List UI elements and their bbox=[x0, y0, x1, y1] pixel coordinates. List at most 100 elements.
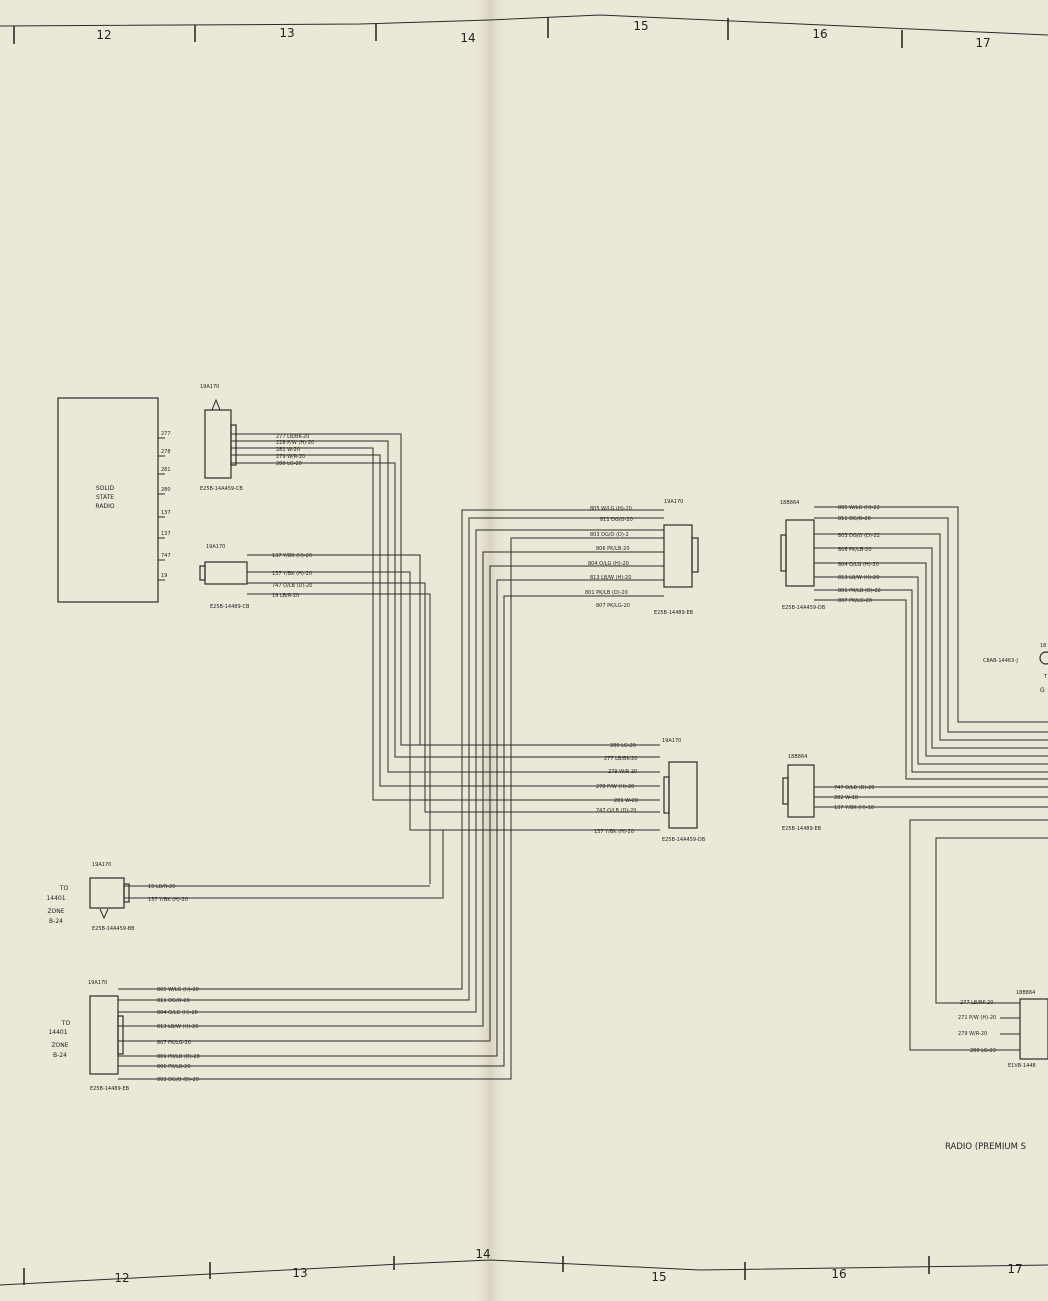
wire-label: 271 P/W (H)-20 bbox=[958, 1015, 996, 1021]
wire-label: 807 PK/LG-20 bbox=[596, 603, 630, 609]
connector-c4: 18B864 E25B-14A459-DB 805 W/LG (H)-22 81… bbox=[780, 500, 881, 611]
wire-label: 807 PK/LG-20 bbox=[838, 598, 872, 604]
wire-label: 19 LB/R-20 bbox=[148, 884, 175, 890]
wire-label: 137 Y/BK (H)-20 bbox=[272, 571, 312, 577]
wire-label: 281 W-20 bbox=[276, 447, 300, 453]
wire-label: 813 LB/W (H)-20 bbox=[157, 1024, 198, 1030]
radio-pin: 19 bbox=[158, 573, 167, 581]
wire-label: 806 PK/LB-20 bbox=[596, 546, 630, 552]
arrow-down-icon bbox=[99, 908, 109, 920]
ground-circle bbox=[1039, 651, 1048, 665]
note-line: B-24 bbox=[49, 918, 63, 925]
wire-label: 811 DG/O-20 bbox=[157, 998, 190, 1004]
connector-latch bbox=[691, 537, 699, 573]
radio-pin-number: 19 bbox=[161, 573, 167, 579]
connector-latch bbox=[199, 565, 206, 581]
footer-caption: RADIO (PREMIUM S bbox=[945, 1142, 1026, 1152]
radio-pin-number: 278 bbox=[161, 449, 171, 455]
connector-latch bbox=[782, 777, 789, 805]
wire-label: 279 W/R-20 bbox=[958, 1031, 987, 1037]
wire-label: 811 DG/O-20 bbox=[838, 516, 871, 522]
zone-number: 17 bbox=[1007, 1262, 1022, 1276]
radio-pin-number: 281 bbox=[161, 467, 171, 473]
radio-pin-number: 747 bbox=[161, 553, 171, 559]
solid-state-radio: SOLID STATE RADIO 277 278 281 280 137 13… bbox=[57, 397, 171, 603]
wire-label: 137 Y/BK (H)-20 bbox=[148, 897, 188, 903]
wire-label: 804 O/LG (H)-20 bbox=[157, 1010, 198, 1016]
wire-label: 280 LG-20 bbox=[276, 461, 302, 467]
top-zone-ruler: 12 13 14 15 16 17 bbox=[0, 14, 1048, 50]
connector-c1: 19A170 E25B-14A459-CB 277 LB/BK-20 228 P… bbox=[200, 384, 314, 492]
wire-label: 805 W/LG (H)-20 bbox=[157, 987, 199, 993]
wire-label: 137 Y/BK (H)-18 bbox=[834, 805, 874, 811]
connector-part: E25B-14489-EB bbox=[654, 610, 694, 616]
wire-label: 806 PK/LB-20 bbox=[157, 1064, 191, 1070]
wire-label: 747 O/LB (D)-20 bbox=[834, 785, 874, 791]
wire-label: 806 PK/LB-20 bbox=[838, 547, 872, 553]
wire-label: 228 P/W (H)-20 bbox=[276, 440, 314, 446]
radio-pin-number: 280 bbox=[161, 487, 171, 493]
zone-number: 14 bbox=[475, 1247, 490, 1261]
wire-label: 277 LB/BK-20 bbox=[276, 434, 309, 440]
wire-label: 804 O/LG (H)-20 bbox=[588, 561, 629, 567]
wire-label: 747 O/LB (D)-20 bbox=[596, 808, 636, 814]
side-label-18: 18 bbox=[1040, 643, 1046, 649]
connector-label: 19A170 bbox=[88, 980, 107, 986]
side-label-g: G bbox=[1040, 687, 1045, 694]
wire-label: 801 PK/LB (D)-22 bbox=[838, 588, 881, 594]
note-line: ZONE bbox=[51, 1042, 68, 1049]
connector-part: E25B-14489-EB bbox=[90, 1086, 130, 1092]
connector-latch bbox=[117, 1015, 124, 1055]
wire-label: 813 LB/W (H)-20 bbox=[838, 575, 879, 581]
connector-body bbox=[1019, 998, 1048, 1060]
connector-latch bbox=[123, 883, 130, 903]
radio-pin: 137 bbox=[158, 510, 171, 518]
connector-label: 19A170 bbox=[92, 862, 111, 868]
wire-label: 280 LG-20 bbox=[610, 743, 636, 749]
connector-latch bbox=[230, 424, 237, 466]
radio-label-line: SOLID bbox=[96, 485, 115, 492]
side-label-part: C8AB-14463-J bbox=[983, 658, 1018, 664]
connector-part: E25B-14A459-DB bbox=[662, 837, 706, 843]
wire-label: 805 W/LG (H)-20 bbox=[590, 506, 632, 512]
radio-label-line: STATE bbox=[96, 494, 114, 501]
zone-number: 13 bbox=[279, 26, 294, 40]
wire-label: 278 P/W (H)-20 bbox=[596, 784, 634, 790]
zone-number: 16 bbox=[812, 27, 827, 41]
connector-label: 19A170 bbox=[206, 544, 225, 550]
connector-c7: TO 14401 ZONE B-24 19A170 E25B-14A459-BB… bbox=[46, 862, 188, 932]
bottom-zone-ruler: 12 13 14 15 16 17 bbox=[0, 1247, 1048, 1286]
zone-number: 12 bbox=[114, 1271, 129, 1285]
side-label-t: T bbox=[1043, 674, 1048, 680]
wire-label: 803 DG/O (D)-22 bbox=[838, 533, 880, 539]
note-line: TO bbox=[59, 885, 69, 892]
radio-pin: 747 bbox=[158, 553, 171, 561]
note-line: 14401 bbox=[46, 895, 65, 902]
zone-number: 14 bbox=[460, 31, 475, 45]
wire-label: 801 PK/LB (D)-20 bbox=[585, 590, 628, 596]
wire-label: 277 LB/BK-20 bbox=[604, 756, 637, 762]
connector-latch bbox=[780, 534, 787, 572]
zone-number: 12 bbox=[96, 28, 111, 42]
connector-label: 18B864 bbox=[780, 500, 799, 506]
radio-pin-number: 277 bbox=[161, 431, 171, 437]
note-line: ZONE bbox=[47, 908, 64, 915]
radio-pin: 278 bbox=[158, 449, 171, 457]
radio-pin: 281 bbox=[158, 467, 171, 475]
connector-c8: TO 14401 ZONE B-24 19A170 E25B-14489-EB … bbox=[48, 980, 199, 1092]
wire-label: 747 O/LB (D)-20 bbox=[272, 583, 312, 589]
wire-label: 280 LG-23 bbox=[970, 1048, 996, 1054]
radio-box bbox=[57, 397, 159, 603]
radio-pin: 137 bbox=[158, 531, 171, 539]
connector-latch bbox=[663, 776, 670, 814]
wire-label: 804 O/LG (H)-20 bbox=[838, 562, 879, 568]
connector-label: 18B864 bbox=[788, 754, 807, 760]
wire-label: 137 Y/BK (H)-20 bbox=[594, 829, 634, 835]
wire-label: 803 DG/O (D)-20 bbox=[157, 1077, 199, 1083]
zone-number: 17 bbox=[975, 36, 990, 50]
note-line: B-24 bbox=[53, 1052, 67, 1059]
wire-label: 137 Y/BK (H)-20 bbox=[272, 553, 312, 559]
note-line: 14401 bbox=[48, 1029, 67, 1036]
